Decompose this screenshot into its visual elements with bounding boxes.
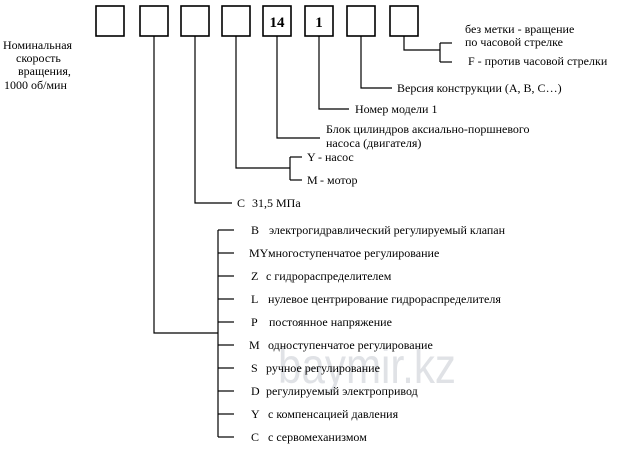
cylinder-block-line-2: насоса (двигателя): [326, 136, 421, 150]
rotation-label: без метки - вращение по часовой стрелке …: [465, 22, 608, 68]
control-option-code: Y: [251, 407, 260, 421]
cylinder-block-label: Блок цилиндров аксиально-поршневого насо…: [326, 122, 530, 150]
control-options-list: B электрогидравлический регулируемый кла…: [249, 223, 506, 444]
pump-motor-labels: Y - насос M - мотор: [307, 150, 358, 187]
cylinder-block-line-1: Блок цилиндров аксиально-поршневого: [326, 122, 530, 136]
code-box-8: [389, 5, 419, 37]
rated-speed-line-3: вращения,: [18, 64, 71, 78]
code-boxes: 14 1: [95, 5, 419, 37]
control-option-code: MY: [249, 246, 269, 260]
connector-lines: [153, 36, 452, 438]
code-box-6: [304, 5, 334, 37]
control-option-text: электрогидравлический регулируемый клапа…: [269, 223, 506, 237]
control-option-text: с сервомеханизмом: [268, 430, 367, 444]
code-box-4: [221, 5, 251, 37]
pressure-label: C 31,5 МПа: [237, 196, 301, 210]
control-option-text: одноступенчатое регулирование: [268, 338, 433, 352]
rated-speed-line-4: 1000 об/мин: [4, 78, 67, 92]
code-box-2: [139, 5, 169, 37]
control-option-text: регулируемый электропривод: [266, 384, 418, 398]
code-box-5: [262, 5, 292, 37]
control-option-text: ручное регулирование: [266, 361, 380, 375]
code-box-1: [95, 5, 125, 37]
rotation-line-3: F - против часовой стрелки: [468, 54, 608, 68]
control-option-code: D: [251, 384, 260, 398]
control-option-text: с компенсацией давления: [268, 407, 399, 421]
control-option-text: с гидрораспределителем: [266, 269, 392, 283]
pump-text: - насос: [318, 150, 354, 164]
control-option-code: L: [251, 292, 258, 306]
control-option-text: нулевое центрирование гидрораспределител…: [268, 292, 501, 306]
control-option-text: многоступенчатое регулирование: [268, 246, 439, 260]
control-option-code: Z: [251, 269, 258, 283]
pressure-code: C: [237, 196, 245, 210]
pump-code: Y: [307, 150, 316, 164]
code-box-7: [346, 5, 376, 37]
control-option-text: постоянное напряжение: [269, 315, 392, 329]
control-option-code: B: [251, 223, 259, 237]
motor-text: - мотор: [320, 173, 358, 187]
control-option-code: M: [249, 338, 260, 352]
pressure-text: 31,5 МПа: [252, 196, 301, 210]
control-option-code: S: [251, 361, 258, 375]
control-option-code: C: [251, 430, 259, 444]
motor-code: M: [307, 173, 318, 187]
code-box-value-5: 14: [270, 15, 286, 31]
rated-speed-line-1: Номинальная: [3, 38, 73, 52]
watermark: baymir.kz: [278, 338, 456, 394]
code-box-3: [180, 5, 210, 37]
control-option-code: P: [251, 315, 258, 329]
model-number-label: Номер модели 1: [355, 102, 437, 116]
rated-speed-line-2: скорость: [16, 51, 61, 65]
design-version-label: Версия конструкции (A, B, C…): [397, 81, 562, 95]
rotation-line-1: без метки - вращение: [465, 22, 574, 36]
rated-speed-label: Номинальная скорость вращения, 1000 об/м…: [3, 38, 73, 92]
code-box-value-6: 1: [315, 15, 323, 31]
rotation-line-2: по часовой стрелке: [465, 35, 563, 49]
